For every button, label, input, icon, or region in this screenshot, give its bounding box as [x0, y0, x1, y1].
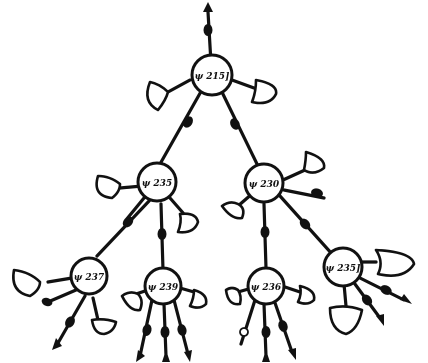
node-label: ψ 235] — [326, 264, 361, 274]
edge-left-ll — [97, 200, 150, 256]
node-root: ψ 215] — [192, 55, 232, 95]
node-lr: ψ 239 — [145, 268, 181, 304]
node-label: ψ 235 — [142, 179, 172, 189]
node-ll: ψ 237 — [71, 258, 107, 294]
node-label: ψ 236 — [251, 283, 282, 293]
node-rl: ψ 236 — [248, 268, 284, 304]
hollow-bead — [240, 328, 248, 336]
node-rr: ψ 235] — [324, 248, 362, 286]
node-left: ψ 235 — [138, 163, 176, 201]
node-label: ψ 237 — [74, 273, 105, 283]
node-label: ψ 230 — [249, 180, 280, 190]
cups — [13, 80, 414, 334]
node-label: ψ 239 — [148, 283, 179, 293]
node-label: ψ 215] — [195, 72, 230, 82]
node-right: ψ 230 — [245, 164, 283, 202]
